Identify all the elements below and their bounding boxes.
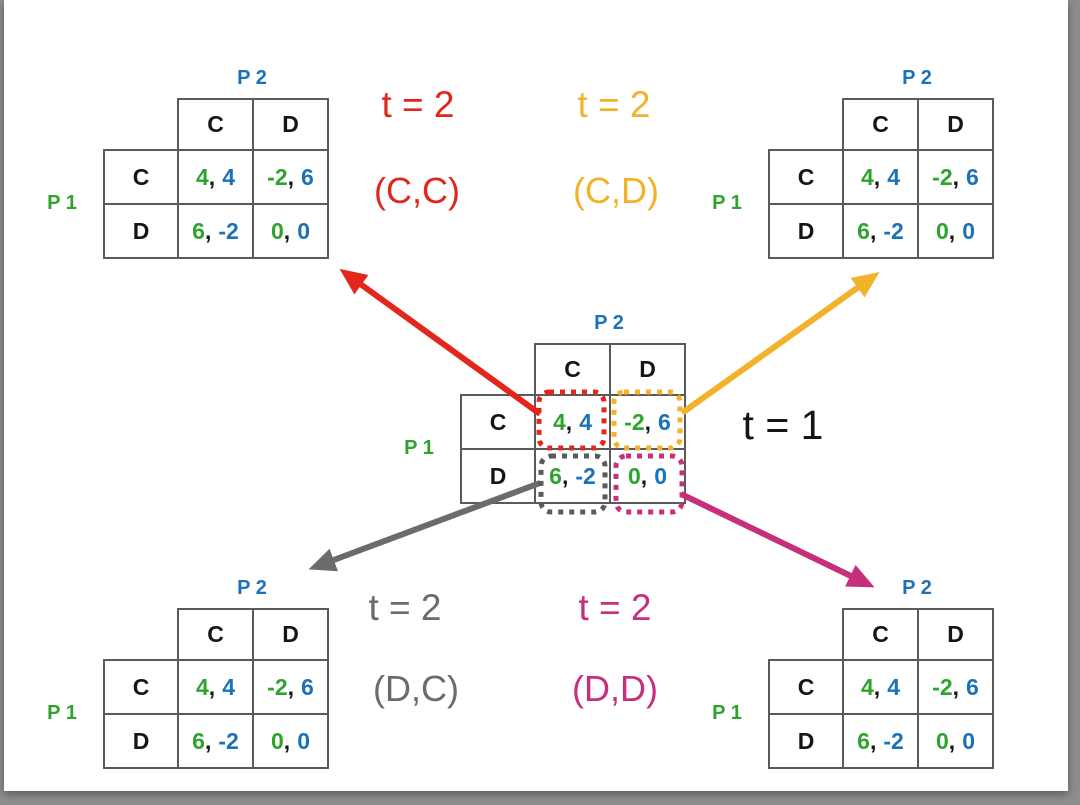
payoff-cell-dc: 6,-2 bbox=[842, 713, 919, 769]
payoff-table: C D C 4,4 -2,6 D 6,-2 0,0 bbox=[103, 608, 329, 769]
row-header-c: C bbox=[103, 659, 179, 715]
col-header-c: C bbox=[842, 98, 919, 151]
payoff-cell-dd: 0,0 bbox=[252, 713, 329, 769]
col-header-d: D bbox=[917, 98, 994, 151]
col-header-d: D bbox=[252, 608, 329, 661]
payoff-cell-dc: 6,-2 bbox=[534, 448, 611, 504]
payoff-table: C D C 4,4 -2,6 D 6,-2 0,0 bbox=[768, 608, 994, 769]
corner-cell bbox=[769, 99, 843, 150]
corner-cell bbox=[769, 609, 843, 660]
p2-label: P 2 bbox=[237, 66, 267, 89]
time-label-branch-dd: t = 2 bbox=[578, 587, 652, 628]
row-header-c: C bbox=[103, 149, 179, 205]
profile-label-dd: (D,D) bbox=[572, 668, 658, 709]
corner-cell bbox=[461, 344, 535, 395]
payoff-matrix-t1-center: P 2 P 1 C D C 4,4 -2,6 D 6,-2 0,0 bbox=[404, 312, 686, 504]
col-header-d: D bbox=[252, 98, 329, 151]
payoff-cell-dd: 0,0 bbox=[252, 203, 329, 259]
time-label-branch-cd: t = 2 bbox=[577, 84, 651, 125]
col-header-c: C bbox=[177, 98, 254, 151]
payoff-cell-cd: -2,6 bbox=[252, 659, 329, 715]
p1-label: P 1 bbox=[712, 191, 742, 214]
payoff-cell-cc: 4,4 bbox=[842, 659, 919, 715]
payoff-cell-dd: 0,0 bbox=[917, 203, 994, 259]
payoff-matrix-t2-cd: P 2 P 1 C D C 4,4 -2,6 D 6,-2 0,0 bbox=[712, 67, 994, 259]
payoff-cell-dd: 0,0 bbox=[917, 713, 994, 769]
row-header-d: D bbox=[768, 713, 844, 769]
p1-label: P 1 bbox=[47, 191, 77, 214]
payoff-cell-cc: 4,4 bbox=[177, 149, 254, 205]
payoff-table: C D C 4,4 -2,6 D 6,-2 0,0 bbox=[768, 98, 994, 259]
time-label-branch-dc: t = 2 bbox=[368, 587, 442, 628]
time-label-branch-cc: t = 2 bbox=[381, 84, 455, 125]
p2-label: P 2 bbox=[237, 576, 267, 599]
col-header-c: C bbox=[842, 608, 919, 661]
payoff-cell-cd: -2,6 bbox=[917, 659, 994, 715]
payoff-cell-cc: 4,4 bbox=[177, 659, 254, 715]
payoff-cell-cc: 4,4 bbox=[534, 394, 611, 450]
col-header-d: D bbox=[609, 343, 686, 396]
row-header-d: D bbox=[103, 713, 179, 769]
p2-label: P 2 bbox=[902, 66, 932, 89]
payoff-cell-dc: 6,-2 bbox=[177, 203, 254, 259]
row-header-d: D bbox=[460, 448, 536, 504]
payoff-cell-cd: -2,6 bbox=[252, 149, 329, 205]
col-header-c: C bbox=[534, 343, 611, 396]
col-header-d: D bbox=[917, 608, 994, 661]
p2-label: P 2 bbox=[902, 576, 932, 599]
row-header-c: C bbox=[768, 659, 844, 715]
row-header-c: C bbox=[460, 394, 536, 450]
corner-cell bbox=[104, 609, 178, 660]
p1-label: P 1 bbox=[404, 436, 434, 459]
corner-cell bbox=[104, 99, 178, 150]
profile-label-cc: (C,C) bbox=[374, 170, 460, 211]
payoff-table: C D C 4,4 -2,6 D 6,-2 0,0 bbox=[103, 98, 329, 259]
payoff-cell-dd: 0,0 bbox=[609, 448, 686, 504]
payoff-cell-cc: 4,4 bbox=[842, 149, 919, 205]
col-header-c: C bbox=[177, 608, 254, 661]
payoff-cell-dc: 6,-2 bbox=[177, 713, 254, 769]
payoff-matrix-t2-dd: P 2 P 1 C D C 4,4 -2,6 D 6,-2 0,0 bbox=[712, 577, 994, 769]
payoff-table: C D C 4,4 -2,6 D 6,-2 0,0 bbox=[460, 343, 686, 504]
row-header-d: D bbox=[103, 203, 179, 259]
payoff-matrix-t2-dc: P 2 P 1 C D C 4,4 -2,6 D 6,-2 0,0 bbox=[47, 577, 329, 769]
time-label-t1: t = 1 bbox=[742, 402, 824, 448]
p1-label: P 1 bbox=[712, 701, 742, 724]
row-header-d: D bbox=[768, 203, 844, 259]
p2-label: P 2 bbox=[594, 311, 624, 334]
profile-label-cd: (C,D) bbox=[573, 170, 659, 211]
payoff-matrix-t2-cc: P 2 P 1 C D C 4,4 -2,6 D 6,-2 0,0 bbox=[47, 67, 329, 259]
p1-label: P 1 bbox=[47, 701, 77, 724]
row-header-c: C bbox=[768, 149, 844, 205]
payoff-cell-dc: 6,-2 bbox=[842, 203, 919, 259]
payoff-cell-cd: -2,6 bbox=[917, 149, 994, 205]
profile-label-dc: (D,C) bbox=[373, 668, 459, 709]
